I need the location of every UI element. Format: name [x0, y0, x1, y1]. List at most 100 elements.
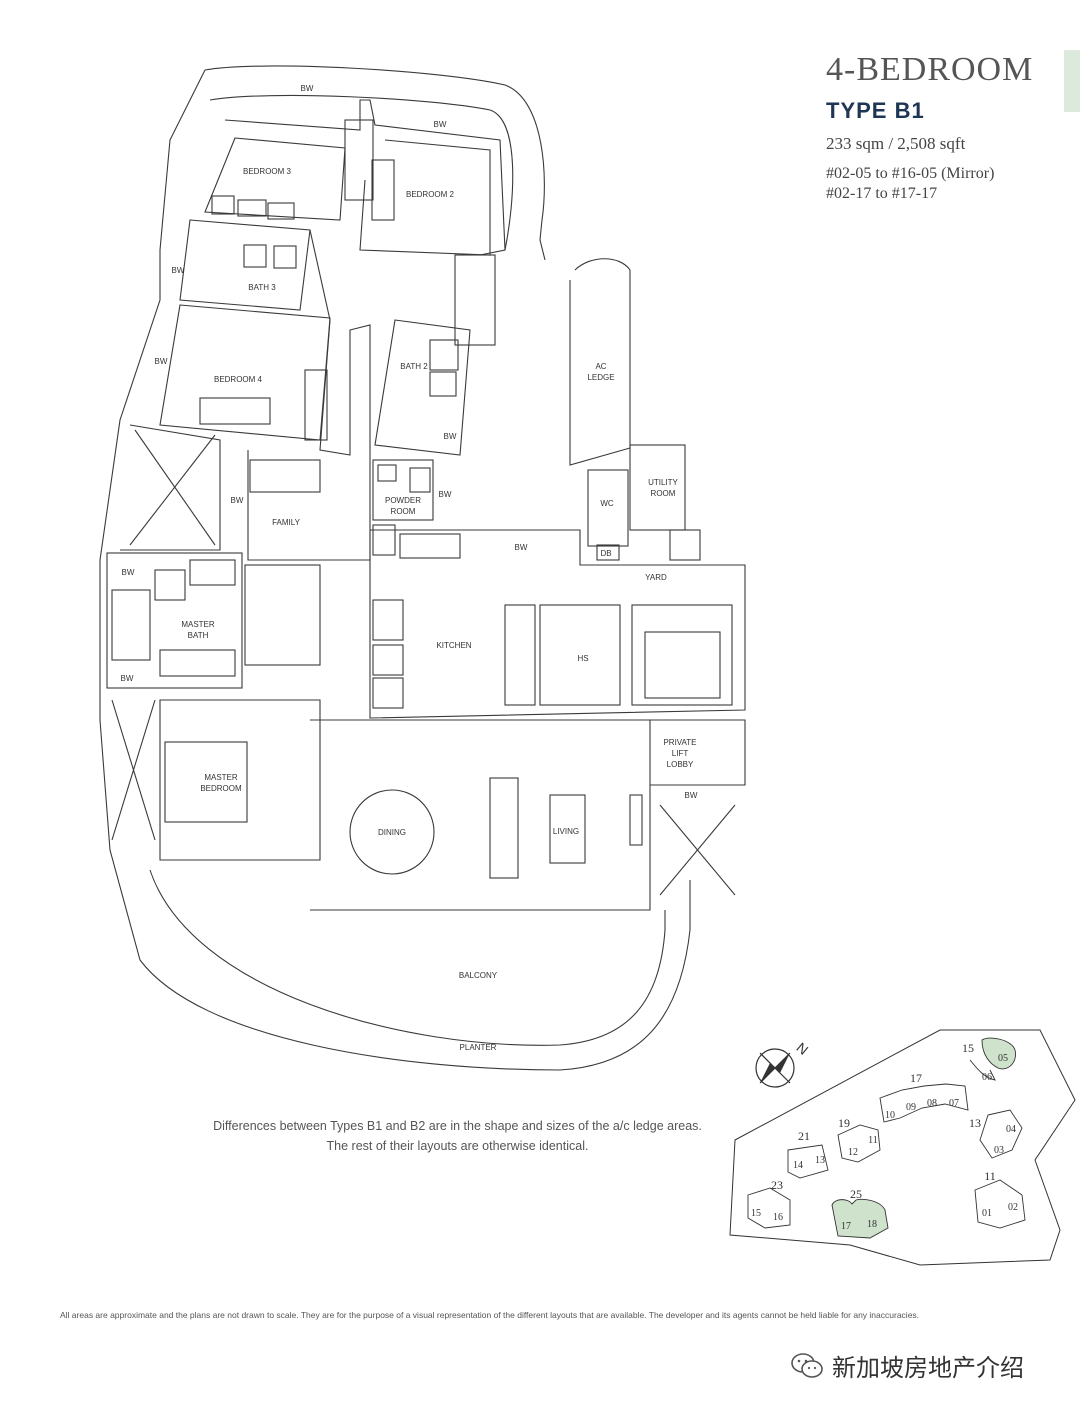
- site-block-23: 23: [771, 1178, 783, 1192]
- watermark: 新加坡房地产介绍: [790, 1348, 1024, 1383]
- label-master-bath-1: MASTER: [181, 620, 215, 629]
- family-sofa: [249, 459, 321, 493]
- utility-room-outline: [629, 444, 686, 531]
- private-lift-shaft: [631, 604, 733, 706]
- plan-title: 4-BEDROOM: [826, 51, 1034, 88]
- outer-wall: [204, 65, 546, 261]
- outer-wall-inner: [209, 94, 514, 251]
- label-private-lift-lobby-2: LIFT: [672, 749, 689, 758]
- unit-numbers-line2: #02-17 to #17-17: [826, 185, 938, 202]
- label-private-lift-lobby-1: PRIVATE: [663, 738, 696, 747]
- void-cross-2: [129, 434, 216, 546]
- label-bath-3: BATH 3: [248, 283, 276, 292]
- label-bedroom-2: BEDROOM 2: [406, 190, 455, 199]
- label-bw-north: BW: [301, 84, 314, 93]
- site-building-19: [837, 1124, 881, 1163]
- lobby-void-cross-2: [659, 804, 736, 896]
- site-unit-07: 07: [949, 1098, 959, 1109]
- label-bedroom-3: BEDROOM 3: [243, 167, 292, 176]
- label-bath-2: BATH 2: [400, 362, 428, 371]
- kitchen-appliance-2: [372, 644, 404, 676]
- site-unit-06: 06: [982, 1072, 992, 1083]
- site-unit-09: 09: [906, 1102, 916, 1113]
- bath-3-basin: [273, 245, 297, 269]
- household-shelter: [539, 604, 621, 706]
- site-building-11: [974, 1179, 1026, 1229]
- label-bw-master-bath-top: BW: [122, 568, 135, 577]
- type-difference-note: Differences between Types B1 and B2 are …: [150, 1116, 765, 1156]
- label-master-bedroom-1: MASTER: [204, 773, 238, 782]
- label-bw-bath-2: BW: [444, 432, 457, 441]
- site-unit-16: 16: [773, 1212, 783, 1223]
- site-plan: 15 17 19 21 13 11 23 25 05 06 10 09 08 0…: [729, 1029, 1076, 1266]
- site-block-15: 15: [962, 1041, 974, 1055]
- site-block-11: 11: [984, 1169, 996, 1183]
- label-bw-bedroom-4: BW: [155, 357, 168, 366]
- label-planter: PLANTER: [460, 1043, 497, 1052]
- site-building-21: [787, 1144, 829, 1179]
- compass-ring: [755, 1048, 795, 1088]
- bedroom-3-outline: [204, 137, 346, 221]
- label-ac-ledge-2: LEDGE: [587, 373, 614, 382]
- left-wing-wall: [120, 424, 221, 551]
- bedrooms-north-wall: [224, 99, 506, 256]
- lift-lobby-outline: [610, 719, 746, 786]
- powder-room-outline: [372, 459, 434, 521]
- label-ac-ledge-1: AC: [595, 362, 606, 371]
- disclaimer: All areas are approximate and the plans …: [60, 1310, 920, 1320]
- note-line-2: The rest of their layouts are otherwise …: [326, 1139, 589, 1153]
- unit-numbers: #02-05 to #16-05 (Mirror) #02-17 to #17-…: [826, 164, 1033, 204]
- left-facade: [99, 69, 691, 1071]
- site-block-13: 13: [969, 1116, 981, 1130]
- unit-numbers-line1: #02-05 to #16-05 (Mirror): [826, 165, 995, 182]
- site-block-19: 19: [838, 1116, 850, 1130]
- label-dining: DINING: [378, 828, 406, 837]
- site-unit-11: 11: [868, 1135, 878, 1146]
- master-bath-shower: [189, 559, 236, 586]
- label-utility-room-1: UTILITY: [648, 478, 678, 487]
- site-block-25: 25: [850, 1187, 862, 1201]
- label-wc: WC: [600, 499, 614, 508]
- bedroom-3-bed-1: [237, 199, 267, 217]
- site-unit-12: 12: [848, 1147, 858, 1158]
- master-bed: [164, 741, 248, 823]
- master-bath-vanity: [159, 649, 236, 677]
- site-unit-02: 02: [1008, 1202, 1018, 1213]
- label-family: FAMILY: [272, 518, 301, 527]
- label-master-bedroom-2: BEDROOM: [200, 784, 242, 793]
- master-bath-outline: [106, 552, 243, 689]
- compass-fill-2: [775, 1053, 790, 1073]
- site-unit-10: 10: [885, 1110, 895, 1121]
- site-unit-17: 17: [841, 1221, 851, 1232]
- powder-room-basin: [377, 464, 397, 482]
- label-yard: YARD: [645, 573, 667, 582]
- plan-header: 4-BEDROOM TYPE B1 233 sqm / 2,508 sqft #…: [826, 50, 1033, 204]
- unit-area: 233 sqm / 2,508 sqft: [826, 134, 966, 153]
- label-master-bath-2: BATH: [188, 631, 209, 640]
- master-bath-toilet: [154, 569, 186, 601]
- living-tv-console: [629, 794, 643, 846]
- bath-3-fixture: [243, 244, 267, 268]
- master-bath-tub: [111, 589, 151, 661]
- site-unit-15: 15: [751, 1208, 761, 1219]
- site-unit-04: 04: [1006, 1124, 1016, 1135]
- bedroom-3-bed-2: [267, 202, 295, 220]
- bedroom-3-wardrobe: [211, 195, 235, 215]
- label-utility-room-2: ROOM: [651, 489, 676, 498]
- kitchen-appliance-3: [372, 677, 404, 709]
- site-unit-13: 13: [815, 1155, 825, 1166]
- living-coffee-table: [549, 794, 586, 864]
- bedroom-4-wardrobe: [304, 369, 328, 441]
- site-block-21: 21: [798, 1129, 810, 1143]
- compass: N: [755, 1039, 812, 1088]
- label-db: DB: [600, 549, 611, 558]
- bath-2-toilet: [429, 371, 457, 397]
- bath-2-shower: [429, 339, 459, 371]
- site-building-15: [969, 1059, 996, 1081]
- powder-room-toilet: [409, 467, 431, 493]
- floor-plan-lines: [99, 65, 746, 1071]
- bath-2-wardrobe: [454, 254, 496, 346]
- living-dining-outline: [310, 719, 651, 911]
- site-boundary: [729, 1029, 1076, 1266]
